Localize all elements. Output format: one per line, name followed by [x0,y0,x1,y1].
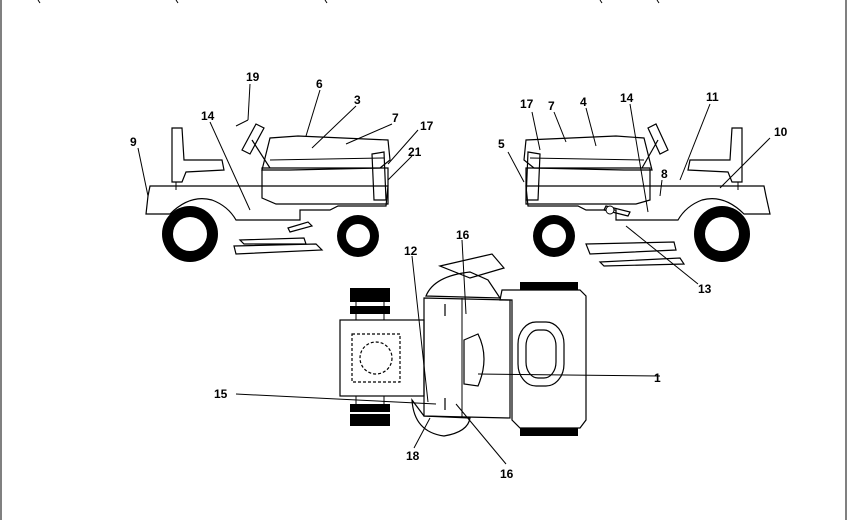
tractor-right-view [507,103,771,285]
callout-16-top: 16 [456,228,470,242]
callout-18: 18 [406,449,420,463]
tractor-top-view [235,239,661,465]
callout-4: 4 [580,95,587,109]
callout-3: 3 [354,93,361,107]
callout-17: 17 [420,119,434,133]
top-view-labels: 16 12 15 1 18 16 [214,228,661,481]
callout-21: 21 [408,145,422,159]
callout-19: 19 [246,70,260,84]
callout-1: 1 [654,371,661,385]
top-edge-marks [37,0,660,4]
callout-6: 6 [316,77,323,91]
callout-16-bottom: 16 [500,467,514,481]
callout-7-right: 7 [548,99,555,113]
callout-17-right: 17 [520,97,534,111]
callout-7: 7 [392,111,399,125]
callout-14: 14 [201,109,215,123]
left-view-labels: 19 6 3 7 17 21 14 9 [130,70,434,159]
callout-9: 9 [130,135,137,149]
callout-15: 15 [214,387,228,401]
callout-8: 8 [661,167,668,181]
callout-14-right: 14 [620,91,634,105]
callout-11: 11 [706,90,719,104]
callout-5: 5 [498,137,505,151]
callout-13: 13 [698,282,712,296]
callout-12: 12 [404,244,418,258]
tractor-left-view [137,83,419,262]
callout-10: 10 [774,125,788,139]
right-view-labels: 17 7 4 14 11 10 5 8 13 [498,90,788,296]
